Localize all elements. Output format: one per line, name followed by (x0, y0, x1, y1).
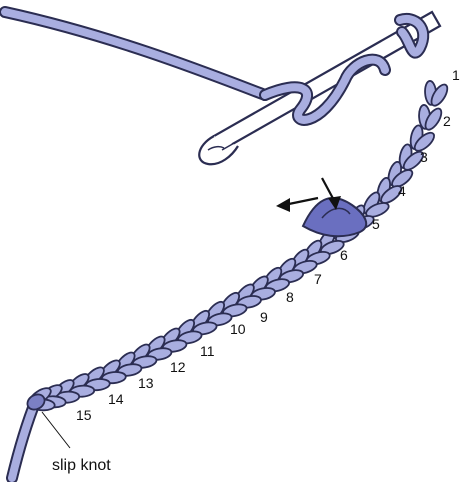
stitch-number: 10 (230, 321, 246, 337)
stitch-number: 7 (314, 271, 322, 287)
stitch-number: 13 (138, 375, 154, 391)
stitch-number: 1 (452, 67, 460, 83)
stitch-number: 12 (170, 359, 186, 375)
stitch-number: 5 (372, 216, 380, 232)
stitch-number: 3 (420, 149, 428, 165)
stitch-number: 2 (443, 113, 451, 129)
slip-knot-leader (42, 412, 70, 448)
stitch-number: 14 (108, 391, 124, 407)
stitch-number: 9 (260, 309, 268, 325)
stitch-number: 6 (340, 247, 348, 263)
stitch-number: 15 (76, 407, 92, 423)
stitch-number: 11 (200, 343, 215, 359)
stitch-number: 4 (398, 183, 406, 199)
slip-knot-label: slip knot (52, 457, 111, 474)
stitch-number: 8 (286, 289, 294, 305)
